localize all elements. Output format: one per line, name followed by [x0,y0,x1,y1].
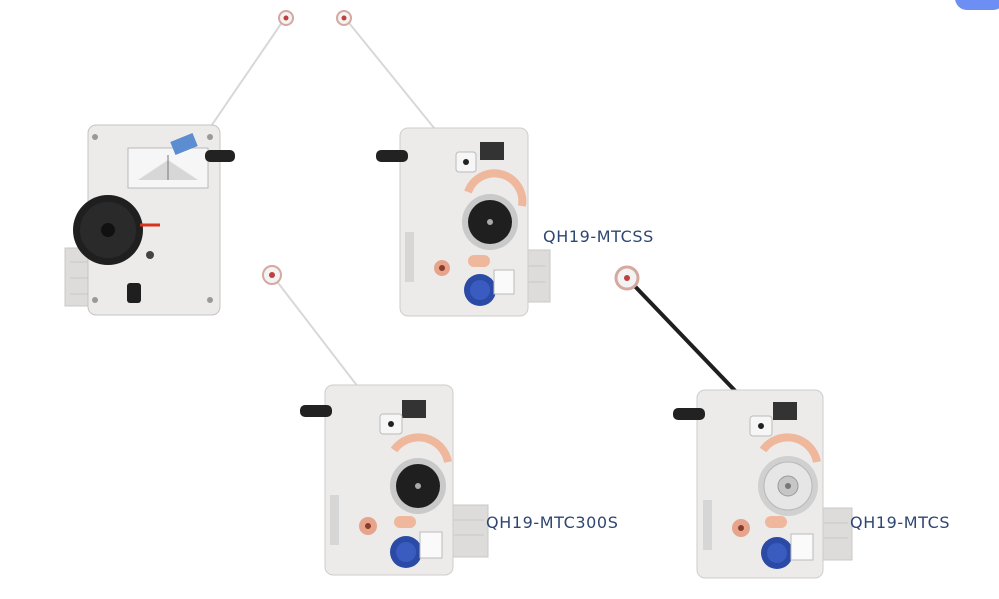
rotary-knob-icon [761,537,793,569]
lever-handle-icon [673,408,705,420]
product-mtc300s [262,250,490,580]
analog-tensioner-image [64,10,294,316]
rotary-knob-icon [390,536,422,568]
rotary-knob-icon [464,274,496,306]
corner-tab[interactable] [955,0,999,10]
label-mtcss: QH19-MTCSS [543,227,654,246]
label-mtc300s: QH19-MTC300S [486,513,619,532]
product-mtcss [336,0,570,330]
product-analog-tensioner [60,0,294,330]
gauge-scale-icon [127,147,209,189]
lever-handle-icon [205,150,235,162]
mtcs-image [614,265,853,579]
mtcss-image [336,10,551,317]
lever-handle-icon [376,150,408,162]
mtc300s-image [262,265,489,576]
label-mtcs: QH19-MTCS [850,513,951,532]
product-mtcs [605,250,855,590]
rotary-knob-icon [73,195,143,265]
lever-handle-icon [300,405,332,417]
